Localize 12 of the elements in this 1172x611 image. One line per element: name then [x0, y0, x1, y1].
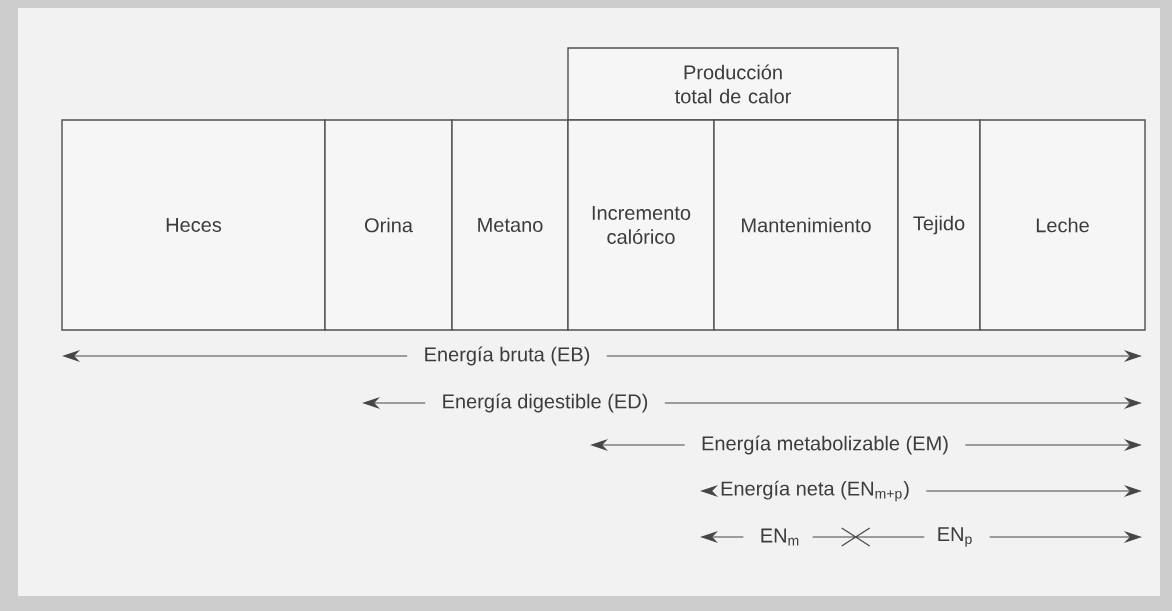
energy-cell: Metano — [451, 119, 569, 331]
energy-cell: Leche — [979, 119, 1146, 331]
dimension-label: EN$_{m}$ — [761, 528, 799, 546]
dimension-label: Energía digestible (ED) — [443, 393, 648, 413]
energy-cell: Orina — [324, 119, 453, 331]
dimension-label: EN$_{p}$ — [938, 527, 972, 547]
heading-box: Producción total de calor — [567, 47, 899, 121]
dimension-label: Energía bruta (EB) — [425, 346, 590, 366]
energy-cell: Tejido — [897, 119, 981, 331]
energy-cell: Incremento calórico — [567, 119, 715, 331]
dimension-label: Energía neta (EN$_{m+p}$) — [721, 480, 909, 502]
dimension-label: Energía metabolizable (EM) — [702, 435, 948, 455]
